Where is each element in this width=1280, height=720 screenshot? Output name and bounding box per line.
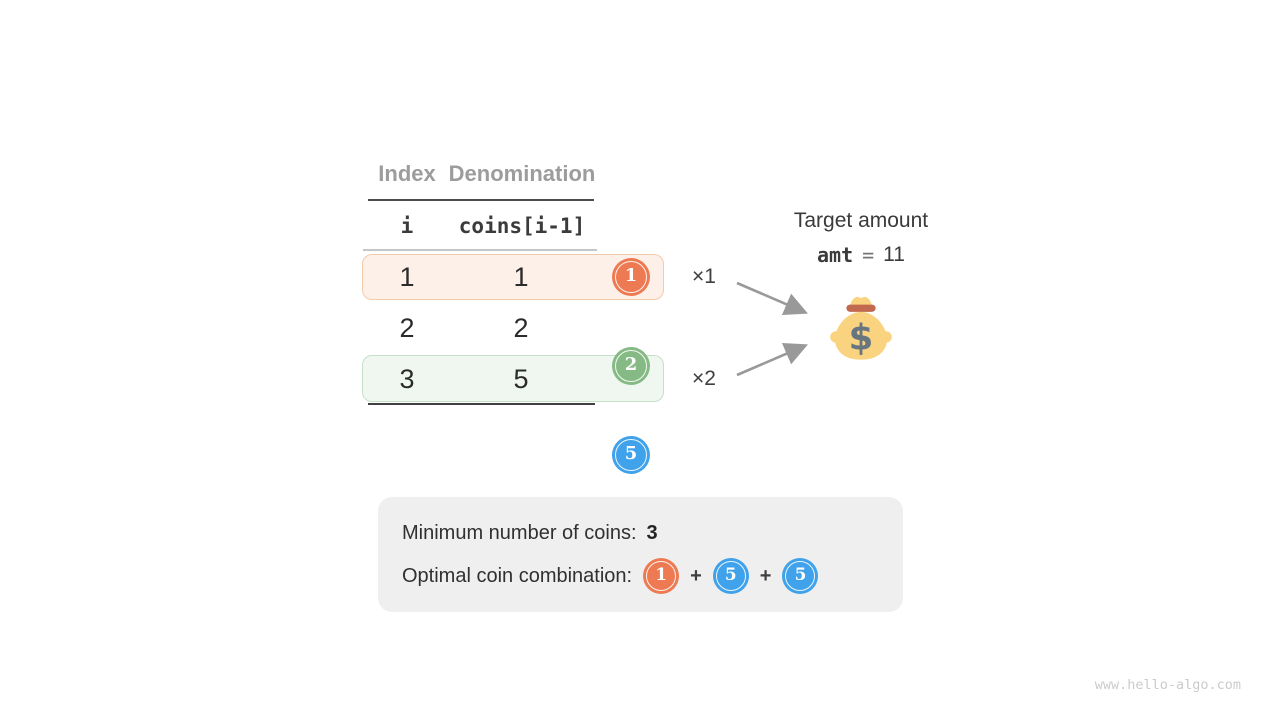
target-amount-expression: amt = 11 — [771, 241, 951, 269]
result-box: Minimum number of coins: 3 Optimal coin … — [378, 497, 903, 612]
dollar-sign-icon: $ — [849, 317, 874, 358]
arrows-to-moneybag — [736, 281, 808, 377]
coin-digit: 5 — [624, 443, 638, 464]
multiplier-times-1: ×1 — [692, 265, 716, 288]
table-column-header-denomination: Denomination — [448, 161, 596, 186]
table-bottom-rule — [368, 403, 595, 405]
coin-digit: 2 — [624, 354, 638, 375]
arrow-row1-icon — [736, 281, 808, 316]
coin-orange-icon: 1 — [643, 558, 680, 594]
target-amount-label: Target amount — [793, 209, 929, 232]
min-coins-label: Minimum number of coins: — [402, 521, 637, 544]
coin-blue-icon: 5 — [782, 558, 819, 594]
combination-label: Optimal coin combination: — [402, 564, 633, 587]
multiplier-times-2: ×2 — [692, 367, 716, 390]
table-mid-rule — [363, 249, 597, 251]
combination-line: Optimal coin combination: 1 + 5 + 5 — [402, 557, 819, 595]
table-code-header-i: i — [400, 214, 414, 238]
amt-value: 11 — [883, 243, 905, 266]
min-coins-line: Minimum number of coins: 3 — [402, 515, 658, 551]
coin-digit: 1 — [624, 265, 638, 286]
coin-digit: 5 — [724, 564, 737, 585]
coin-blue-icon: 5 — [612, 436, 650, 474]
min-coins-value: 3 — [646, 521, 658, 544]
table-code-header-coins: coins[i-1] — [458, 214, 586, 238]
arrow-row3-icon — [736, 342, 808, 377]
table-row-3-denomination: 5 — [513, 363, 529, 394]
table-top-rule — [368, 199, 594, 201]
plus-sign: + — [690, 564, 702, 587]
table-row-1-index: 1 — [399, 261, 415, 292]
coin-orange-icon: 1 — [612, 258, 650, 296]
coin-digit: 5 — [794, 564, 807, 585]
table-row-2-denomination: 2 — [513, 312, 529, 343]
watermark: www.hello-algo.com — [1094, 677, 1241, 693]
plus-sign: + — [759, 564, 772, 587]
coin-digit: 1 — [655, 564, 668, 585]
amt-variable: amt — [817, 243, 854, 267]
coin-blue-icon: 5 — [712, 558, 749, 594]
table-row-1-denomination: 1 — [513, 261, 529, 292]
table-column-header-index: Index — [378, 161, 436, 186]
coin-green-icon: 2 — [612, 347, 650, 385]
table-row-3-index: 3 — [399, 363, 415, 394]
table-row-2-index: 2 — [399, 312, 415, 343]
money-bag-icon: $ — [830, 296, 892, 360]
equals-sign: = — [862, 243, 875, 267]
